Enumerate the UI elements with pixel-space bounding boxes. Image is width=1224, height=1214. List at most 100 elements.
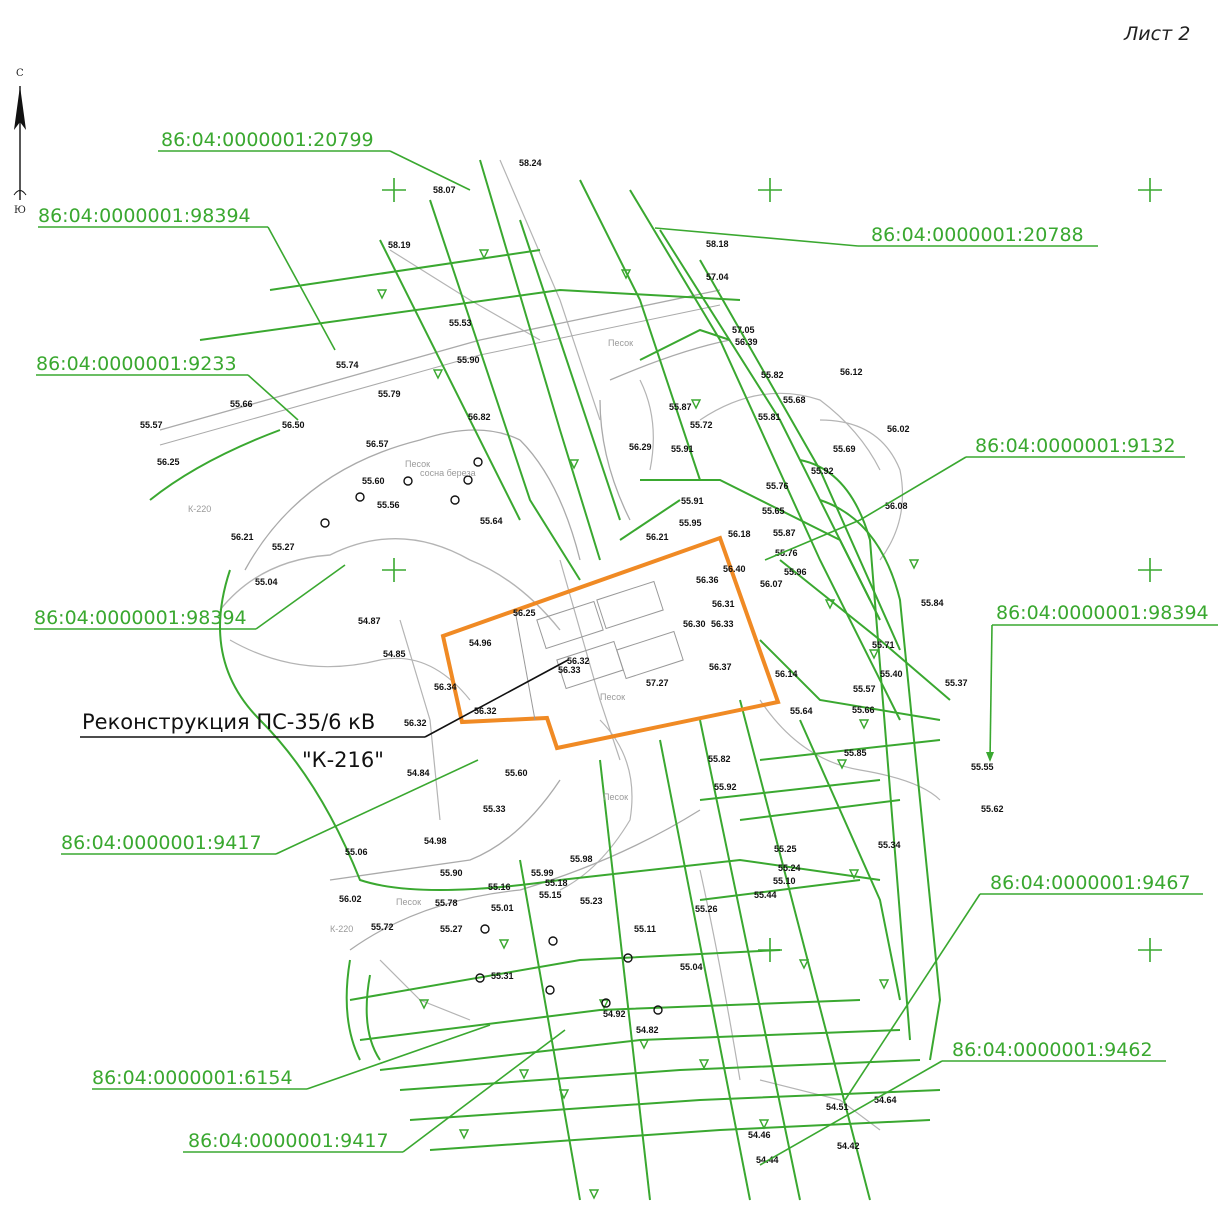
elevation-mark: 58.19: [388, 240, 411, 250]
south-letter: Ю: [14, 205, 26, 216]
elevation-mark: 55.72: [371, 922, 394, 932]
elevation-mark: 55.64: [790, 706, 813, 716]
elevation-mark: 55.66: [230, 399, 253, 409]
terrain-label: Песок: [600, 692, 625, 702]
elevation-mark: 54.85: [383, 649, 406, 659]
elevation-mark: 55.96: [784, 567, 807, 577]
elevation-mark: 54.42: [837, 1141, 860, 1151]
elevation-mark: 56.50: [282, 420, 305, 430]
elevation-mark: 55.95: [679, 518, 702, 528]
elevation-mark: 55.87: [669, 402, 692, 412]
elevation-mark: 58.24: [519, 158, 542, 168]
parcel-label-9417-mid: 86:04:0000001:9417: [61, 759, 479, 855]
parcel-label-20788: 86:04:0000001:20788: [654, 224, 1098, 247]
elevation-mark: 54.64: [874, 1095, 897, 1105]
elevation-mark: 55.99: [531, 868, 554, 878]
elevation-mark: 56.39: [735, 337, 758, 347]
terrain-label: Песок: [608, 338, 633, 348]
elevation-mark: 55.04: [255, 577, 278, 587]
road-label: К-220: [188, 504, 211, 514]
elevation-mark: 56.14: [775, 669, 798, 679]
elevation-mark: 55.74: [336, 360, 359, 370]
tree-symbols: [320, 457, 663, 1015]
elevation-mark: 55.90: [440, 868, 463, 878]
elevation-points: 58.24 58.07 58.19 58.18 57.04 57.05 56.3…: [140, 158, 1004, 1165]
elevation-mark: 54.84: [407, 768, 430, 778]
elevation-mark: 55.10: [773, 876, 796, 886]
elevation-mark: 55.81: [758, 412, 781, 422]
elevation-mark: 55.72: [690, 420, 713, 430]
elevation-mark: 56.07: [760, 579, 783, 589]
embankment-hatching: [159, 289, 731, 951]
parcel-label-9233: 86:04:0000001:9233: [36, 353, 299, 421]
svg-text:86:04:0000001:9417: 86:04:0000001:9417: [61, 832, 262, 854]
svg-text:86:04:0000001:9467: 86:04:0000001:9467: [990, 872, 1191, 894]
elevation-mark: 54.82: [636, 1025, 659, 1035]
north-letter: С: [16, 68, 24, 79]
elevation-mark: 55.56: [377, 500, 400, 510]
north-arrow-icon: С Ю: [13, 68, 27, 216]
elevation-mark: 55.84: [921, 598, 944, 608]
elevation-mark: 55.76: [766, 481, 789, 491]
svg-text:86:04:0000001:9417: 86:04:0000001:9417: [188, 1130, 389, 1152]
utility-lines: [149, 159, 951, 1201]
elevation-mark: 55.60: [362, 476, 385, 486]
elevation-mark: 55.65: [762, 506, 785, 516]
parcel-label-9467: 86:04:0000001:9467: [844, 872, 1203, 1101]
elevation-mark: 55.69: [833, 444, 856, 454]
elevation-mark: 55.33: [483, 804, 506, 814]
elevation-mark: 55.76: [775, 548, 798, 558]
parcel-label-9417-bottom: 86:04:0000001:9417: [183, 1029, 566, 1153]
elevation-mark: 56.08: [885, 501, 908, 511]
elevation-mark: 56.18: [728, 529, 751, 539]
elevation-mark: 54.87: [358, 616, 381, 626]
elevation-mark: 56.82: [468, 412, 491, 422]
project-title-callout: Реконструкция ПС-35/6 кВ "К-216": [80, 659, 569, 772]
elevation-mark: 55.92: [811, 466, 834, 476]
elevation-mark: 55.62: [981, 804, 1004, 814]
elevation-mark: 56.25: [513, 608, 536, 618]
elevation-mark: 55.91: [671, 444, 694, 454]
elevation-mark: 55.31: [491, 971, 514, 981]
elevation-mark: 56.34: [434, 682, 457, 692]
elevation-mark: 55.68: [783, 395, 806, 405]
elevation-mark: 55.53: [449, 318, 472, 328]
elevation-mark: 56.30: [683, 619, 706, 629]
elevation-mark: 58.18: [706, 239, 729, 249]
elevation-mark: 55.92: [714, 782, 737, 792]
elevation-mark: 56.36: [696, 575, 719, 585]
elevation-mark: 56.31: [712, 599, 735, 609]
svg-text:86:04:0000001:9462: 86:04:0000001:9462: [952, 1039, 1153, 1061]
elevation-mark: 55.78: [435, 898, 458, 908]
parcel-label-98394-top: 86:04:0000001:98394: [38, 205, 336, 351]
terrain-linework: [219, 159, 941, 1131]
elevation-mark: 56.40: [723, 564, 746, 574]
terrain-label: Песок: [603, 792, 628, 802]
elevation-mark: 55.24: [778, 863, 801, 873]
elevation-mark: 54.92: [603, 1009, 626, 1019]
svg-text:86:04:0000001:20788: 86:04:0000001:20788: [871, 224, 1084, 246]
elevation-mark: 55.15: [539, 890, 562, 900]
elevation-mark: 55.98: [570, 854, 593, 864]
elevation-mark: 55.40: [880, 669, 903, 679]
elevation-mark: 56.33: [558, 665, 581, 675]
elevation-mark: 55.04: [680, 962, 703, 972]
elevation-mark: 55.79: [378, 389, 401, 399]
elevation-mark: 55.18: [545, 878, 568, 888]
road-label: К-220: [330, 924, 353, 934]
elevation-mark: 56.57: [366, 439, 389, 449]
elevation-mark: 56.12: [840, 367, 863, 377]
elevation-mark: 55.60: [505, 768, 528, 778]
svg-text:86:04:0000001:6154: 86:04:0000001:6154: [92, 1067, 293, 1089]
parcel-labels: 86:04:0000001:20799 86:04:0000001:98394 …: [34, 129, 1218, 1166]
elevation-mark: 55.87: [773, 528, 796, 538]
elevation-mark: 55.37: [945, 678, 968, 688]
elevation-mark: 56.21: [646, 532, 669, 542]
elevation-mark: 55.27: [440, 924, 463, 934]
elevation-mark: 56.02: [887, 424, 910, 434]
elevation-mark: 55.55: [971, 762, 994, 772]
svg-text:86:04:0000001:98394: 86:04:0000001:98394: [38, 205, 251, 227]
substation-equipment: [514, 580, 684, 721]
elevation-mark: 56.37: [709, 662, 732, 672]
